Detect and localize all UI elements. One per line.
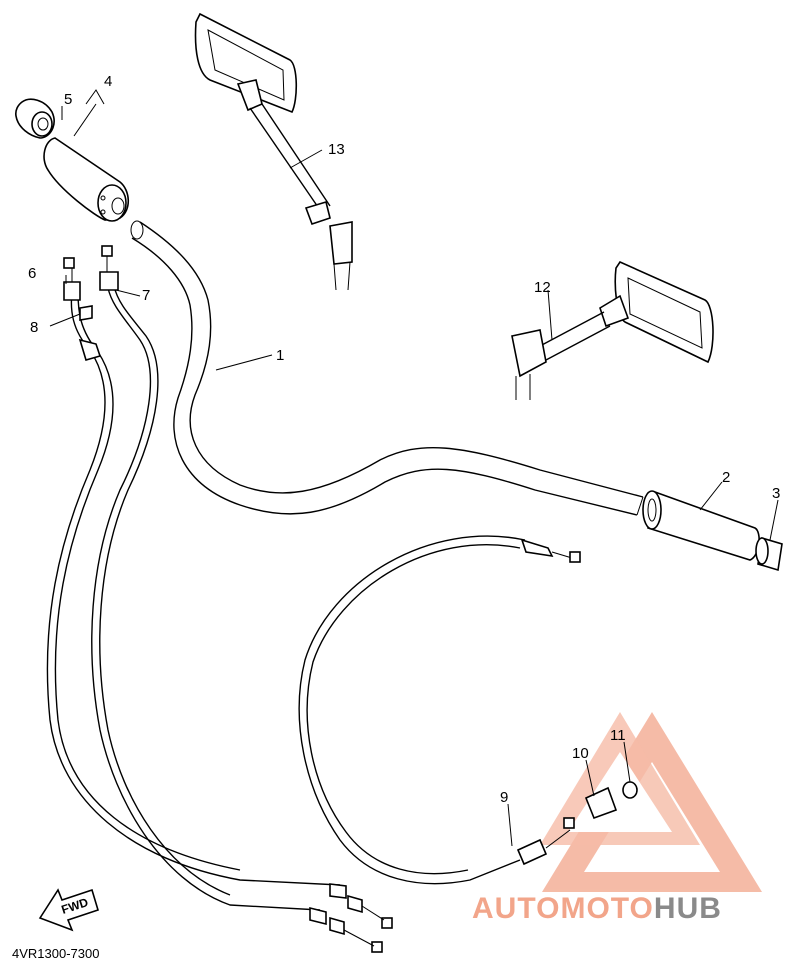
right-grip-end [755, 536, 783, 572]
callout-4: 4 [104, 73, 112, 90]
callout-13: 13 [328, 141, 345, 158]
svg-text:AUTOMOTOHUB: AUTOMOTOHUB [472, 892, 722, 925]
callout-3: 3 [772, 485, 780, 502]
callout-12: 12 [534, 279, 551, 296]
callout-9: 9 [500, 789, 508, 806]
callout-8: 8 [30, 319, 38, 336]
right-grip [642, 490, 760, 561]
callout-labels: 1 2 3 4 5 6 7 8 9 10 11 12 13 [28, 73, 780, 806]
leader-lines [49, 89, 779, 847]
watermark-word-hub: HUB [654, 892, 722, 925]
fwd-arrow-icon: FWD [38, 888, 99, 932]
left-mirror [194, 12, 353, 291]
throttle-cables [46, 245, 341, 911]
callout-10: 10 [572, 745, 589, 762]
watermark-triangle-logo [540, 712, 762, 892]
part-number: 4VR1300-7300 [12, 946, 99, 961]
clutch-cable [298, 535, 638, 885]
callout-2: 2 [722, 469, 730, 486]
callout-11: 11 [610, 727, 626, 744]
callout-7: 7 [142, 287, 150, 304]
cable-ends [309, 883, 393, 953]
callout-6: 6 [28, 265, 36, 282]
right-mirror [511, 260, 714, 400]
handlebar [130, 220, 644, 516]
watermark-word-moto: MOTO [560, 892, 653, 925]
callout-5: 5 [64, 91, 72, 108]
left-grip [43, 137, 130, 222]
watermark-text: AUTOMOTOHUB [472, 892, 722, 925]
callout-1: 1 [276, 347, 284, 364]
watermark-word-auto: AUTO [472, 892, 560, 925]
left-grip-end [15, 98, 55, 139]
